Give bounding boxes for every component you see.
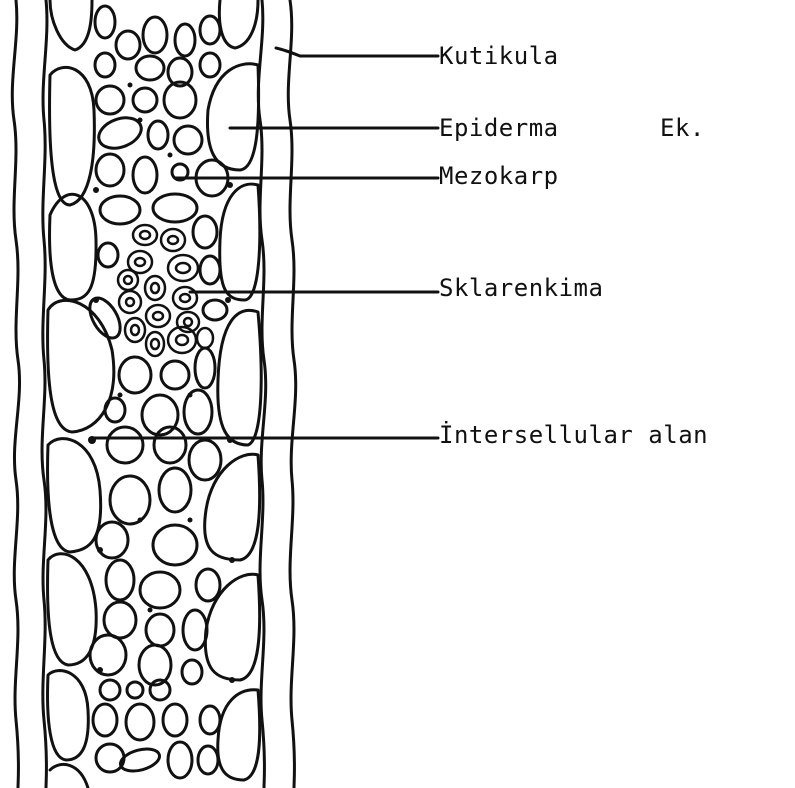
leader-kutikula (276, 48, 438, 56)
label-intersellular: İntersellular alan (439, 423, 708, 447)
left-inner-wall (42, 0, 47, 788)
left-outer-wall (12, 0, 19, 788)
label-mezokarp: Mezokarp (439, 164, 559, 188)
label-sklarenkima: Sklarenkima (439, 276, 603, 300)
label-kutikula: Kutikula (439, 44, 559, 68)
label-epiderma: Epiderma (439, 116, 559, 140)
label-epiderma-note: Ek. (660, 116, 705, 140)
left-epidermis-cells (48, 0, 114, 788)
right-epidermis-cells (205, 0, 262, 780)
right-outer-wall (288, 0, 295, 788)
